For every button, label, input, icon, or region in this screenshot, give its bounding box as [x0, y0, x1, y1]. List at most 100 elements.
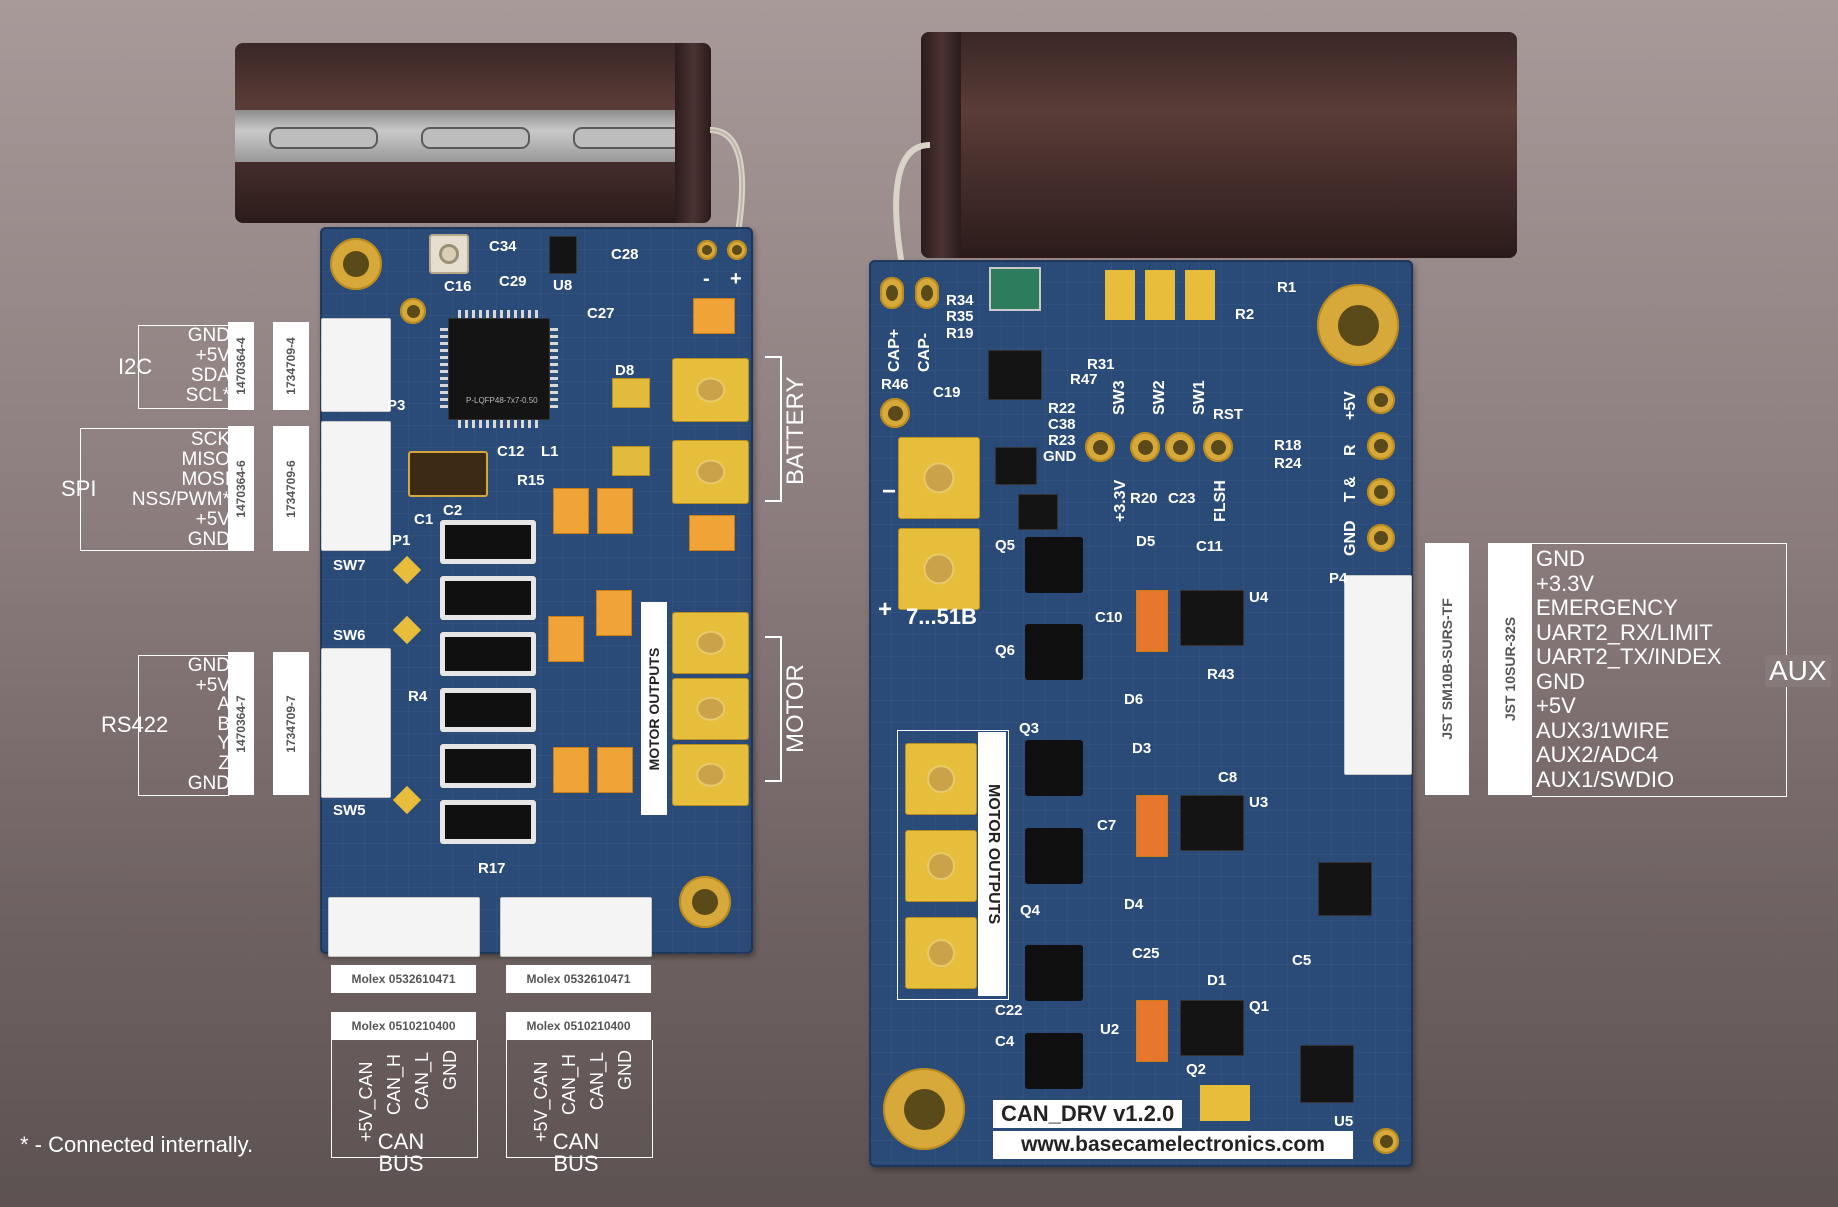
- mosfet-q6: [1025, 624, 1083, 680]
- ic-u3: [1180, 795, 1244, 851]
- shunt-resistor: [440, 632, 536, 676]
- pcb-ref: Q4: [1020, 902, 1041, 919]
- cap-plus-label: CAP+: [886, 328, 903, 372]
- can-pin: CAN_L: [412, 1051, 432, 1110]
- molex-tag: Molex 0510210400: [506, 1012, 651, 1040]
- rs422-pin: A: [217, 694, 230, 716]
- capacitor-leads: [709, 127, 745, 251]
- motor-output-pad[interactable]: [905, 830, 977, 902]
- connector-p1: [321, 421, 391, 551]
- motor-outputs-label-strip: [978, 732, 1006, 996]
- pcb-ref: R24: [1274, 455, 1302, 472]
- motor-pad[interactable]: [672, 612, 749, 674]
- jst-sm10b-tag: JST SM10B-SURS-TF: [1425, 543, 1469, 795]
- motor-output-pad[interactable]: [905, 743, 977, 815]
- can-bus-label: CAN BUS: [377, 1129, 425, 1176]
- test-pad: [1130, 432, 1160, 462]
- pcb-ref: Q1: [1249, 998, 1270, 1015]
- spi-part-2: 1734709-6: [284, 459, 298, 518]
- sw4-pad: [1200, 1085, 1250, 1121]
- smd-capacitor: [597, 488, 633, 534]
- pcb-ref: L1: [541, 443, 559, 460]
- motor-output-pad[interactable]: [905, 917, 977, 989]
- battery-plus-pad[interactable]: [672, 440, 749, 504]
- mounting-hole-small: [400, 298, 426, 324]
- spi-pin: SCK: [190, 429, 230, 450]
- antenna-connector: [429, 234, 469, 274]
- sw7-label: SW7: [333, 557, 366, 574]
- rs422-pin: B: [217, 713, 230, 735]
- capacitor-pad: [727, 240, 747, 260]
- pcb-ref: C12: [497, 443, 525, 460]
- mounting-hole: [883, 1068, 965, 1150]
- aux-pin: AUX1/SWDIO: [1536, 766, 1675, 792]
- ic: [995, 447, 1037, 485]
- aux-pin: EMERGENCY: [1536, 595, 1678, 620]
- sw2-pad: [1145, 270, 1175, 320]
- pcb-ref: U5: [1334, 1113, 1354, 1130]
- motor-pad[interactable]: [672, 678, 749, 740]
- side-pin: +5V: [1342, 391, 1359, 420]
- inductor-l2: [989, 267, 1041, 311]
- spi-part-1: 1470364-6: [234, 459, 248, 518]
- flsh-label: FLSH: [1212, 480, 1229, 522]
- shunt-resistor: [440, 800, 536, 844]
- aux-group-label: AUX: [1765, 655, 1831, 687]
- cap-pad: [915, 277, 939, 309]
- pcb-ref: C38: [1048, 416, 1076, 433]
- capacitor-slot: [573, 127, 682, 149]
- ic-u4: [1180, 590, 1244, 646]
- rs422-pin: GND: [187, 655, 230, 676]
- mcu-pins: [440, 328, 448, 410]
- spi-part-tag-2: 1734709-6: [273, 426, 309, 551]
- u8-chip: [549, 236, 577, 274]
- power-plus-pad[interactable]: [898, 528, 980, 610]
- mounting-hole: [1317, 284, 1399, 366]
- aux-pin-list: GND +3.3V EMERGENCY UART2_RX/LIMIT UART2…: [1536, 546, 1721, 792]
- rst-label: RST: [1213, 406, 1243, 423]
- ic-u5: [1300, 1045, 1354, 1103]
- right-electrolytic-capacitor: [921, 32, 1517, 258]
- pcb-ref: C10: [1095, 609, 1123, 626]
- shunt-resistor: [440, 576, 536, 620]
- motor-outputs-label-left: MOTOR OUTPUTS: [641, 602, 667, 815]
- aux-pin: UART2_RX/LIMIT: [1536, 619, 1713, 645]
- i2c-pin: SCL*: [185, 385, 230, 406]
- ic: [1018, 494, 1058, 530]
- power-minus-pad[interactable]: [898, 437, 980, 519]
- spi-pin: +5V: [195, 509, 230, 530]
- pcb-ref: U2: [1100, 1021, 1120, 1038]
- pcb-ref: R17: [478, 860, 506, 877]
- motor-pad[interactable]: [672, 744, 749, 806]
- smd-capacitor: [548, 616, 584, 662]
- i2c-pin-list: GND +5V SDA SCL*: [150, 326, 230, 406]
- smd-capacitor: [1136, 795, 1168, 857]
- motor-outputs-label-right: MOTOR OUTPUTS: [985, 784, 1002, 925]
- battery-bracket: [765, 356, 782, 502]
- pcb-ref: C8: [1218, 769, 1238, 786]
- mosfet-q4: [1025, 828, 1083, 884]
- pcb-label: -: [703, 268, 710, 290]
- test-pad: [1203, 432, 1233, 462]
- rs422-pin-list: GND +5V A B Y Z GND: [150, 656, 230, 793]
- r46-label: R46: [881, 376, 909, 393]
- mounting-hole: [330, 238, 382, 290]
- can-pin: +5V_CAN: [356, 1061, 376, 1142]
- pcb-ref: C16: [444, 278, 472, 295]
- shunt-resistor: [440, 688, 536, 732]
- pcb-ref: C2: [443, 502, 463, 519]
- plus-silk: +: [878, 596, 893, 623]
- side-pad: [1367, 386, 1395, 414]
- rs422-pin: Y: [217, 733, 230, 755]
- pcb-ref: Q5: [995, 537, 1016, 554]
- pcb-ref: U4: [1249, 589, 1269, 606]
- battery-minus-pad[interactable]: [672, 358, 749, 422]
- sw3-label: SW3: [1111, 380, 1128, 415]
- pcb-ref: D4: [1124, 896, 1144, 913]
- rs422-group-label: RS422: [101, 712, 169, 737]
- mounting-hole: [679, 876, 731, 928]
- pcb-ref: C1: [414, 511, 434, 528]
- connector-p2: [321, 648, 391, 798]
- side-pad: [1367, 524, 1395, 552]
- aux-pin: +5V: [1536, 693, 1576, 718]
